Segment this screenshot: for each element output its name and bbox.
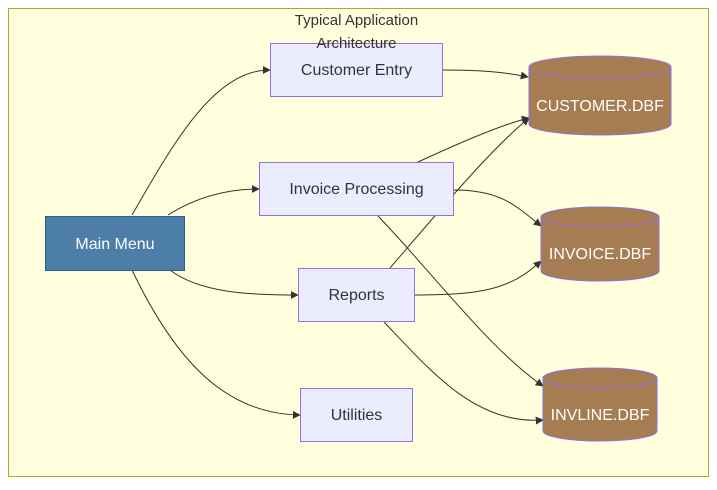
- edge-reports-to-customer-dbf: [389, 117, 530, 269]
- edge-invoice-processing-to-invline-dbf: [377, 215, 544, 387]
- node-invoice-dbf-label: INVOICE.DBF: [549, 246, 651, 263]
- edge-main-to-customer-entry: [131, 66, 271, 216]
- node-invline-dbf[interactable]: INVLINE.DBF: [542, 367, 658, 442]
- node-invoice-processing[interactable]: Invoice Processing: [259, 162, 454, 216]
- diagram-title-line-2: Architecture: [316, 35, 396, 52]
- edge-customer-entry-to-customer-dbf: [441, 69, 529, 80]
- node-customer-dbf[interactable]: CUSTOMER.DBF: [528, 55, 672, 136]
- node-main-menu[interactable]: Main Menu: [45, 216, 185, 271]
- node-customer-dbf-label: CUSTOMER.DBF: [536, 98, 664, 115]
- node-invoice-processing-label: Invoice Processing: [289, 181, 423, 198]
- edge-main-to-reports: [169, 269, 299, 299]
- node-invline-dbf-label: INVLINE.DBF: [551, 407, 650, 424]
- edge-reports-to-invline-dbf: [383, 321, 544, 425]
- edge-invoice-processing-to-customer-dbf: [417, 115, 530, 163]
- diagram-title: Typical Application Architecture: [295, 12, 418, 52]
- edge-reports-to-invoice-dbf: [413, 260, 542, 296]
- edge-invoice-processing-to-invoice-dbf: [453, 189, 542, 227]
- node-reports-label: Reports: [328, 287, 384, 304]
- node-invoice-dbf[interactable]: INVOICE.DBF: [540, 206, 660, 282]
- edge-main-to-utilities: [131, 269, 301, 419]
- node-customer-entry[interactable]: Customer Entry: [270, 43, 443, 97]
- edges: [131, 66, 544, 425]
- node-reports[interactable]: Reports: [298, 268, 415, 322]
- node-utilities-label: Utilities: [331, 407, 383, 424]
- edge-main-to-invoice-processing: [167, 185, 260, 216]
- diagram-title-line-1: Typical Application: [295, 12, 418, 29]
- node-main-menu-label: Main Menu: [75, 236, 154, 253]
- node-utilities[interactable]: Utilities: [300, 388, 413, 442]
- node-customer-entry-label: Customer Entry: [301, 62, 412, 79]
